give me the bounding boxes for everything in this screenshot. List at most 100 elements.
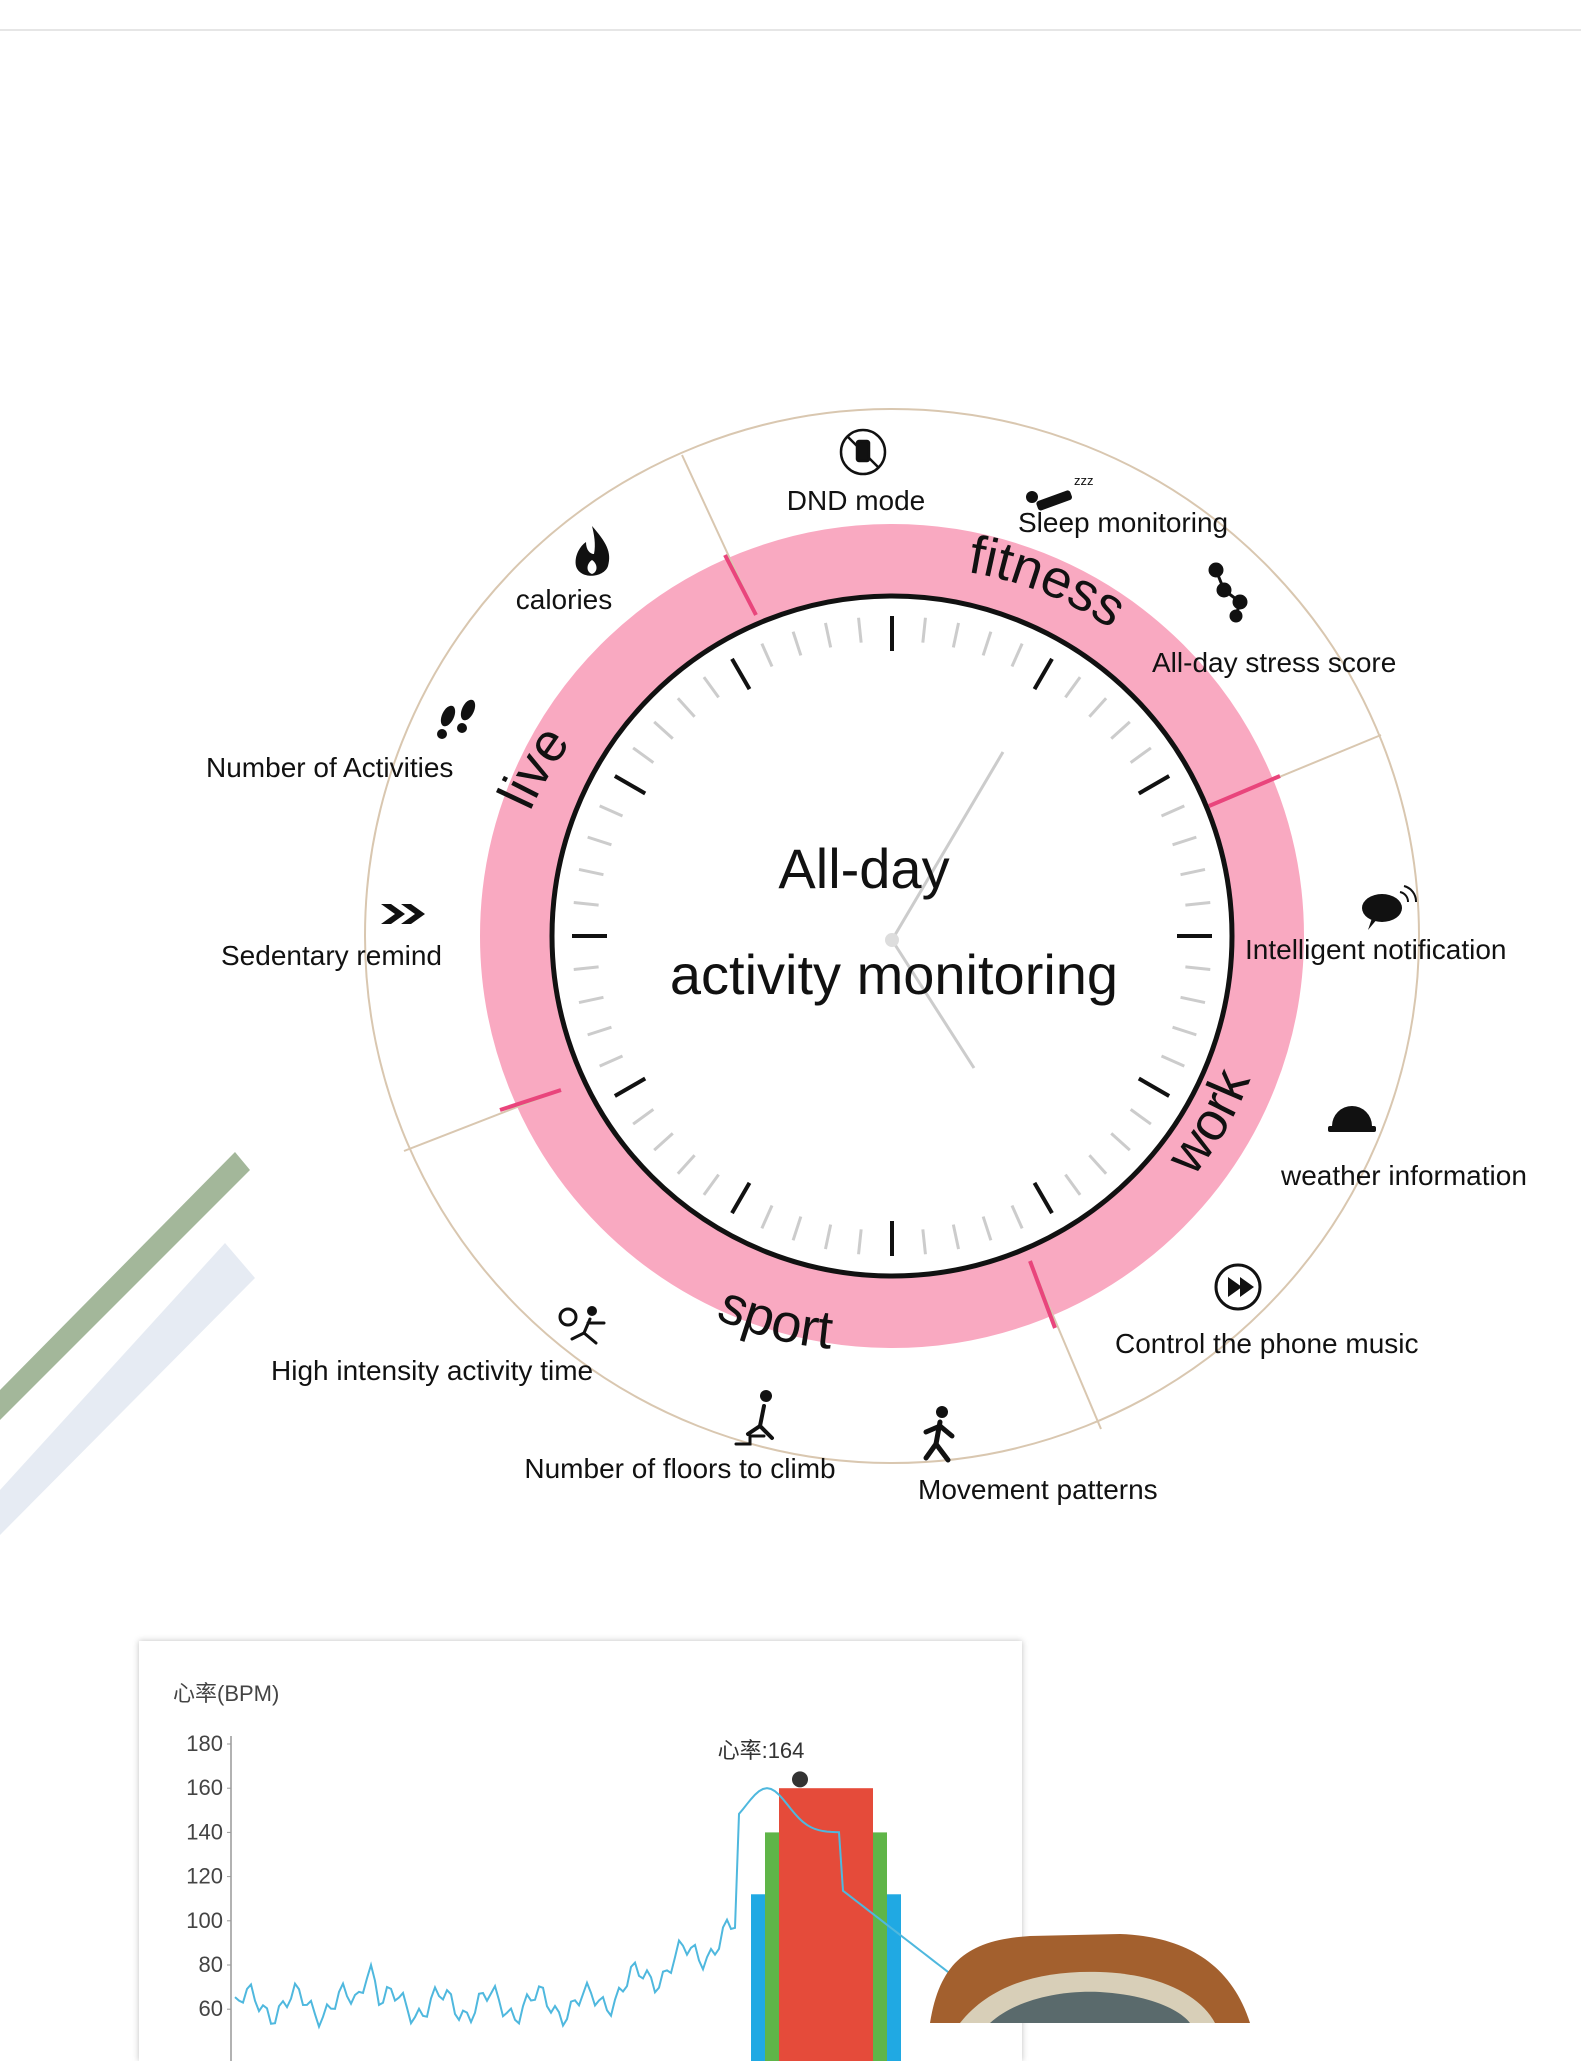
minor-tick — [921, 617, 927, 643]
minor-tick — [1110, 1132, 1131, 1152]
minor-tick — [578, 868, 604, 877]
minor-tick — [1185, 901, 1211, 907]
y-tick-label: 60 — [199, 1996, 223, 2021]
minor-tick — [702, 1173, 720, 1196]
heart-rate-trace — [234, 1787, 999, 2030]
minor-tick — [1010, 1204, 1024, 1229]
feature-label-activities: Number of Activities — [206, 752, 453, 783]
play-icon — [1214, 1263, 1262, 1311]
svg-text:zzz: zzz — [1074, 473, 1094, 488]
minor-tick — [573, 965, 599, 971]
flame-icon — [575, 526, 610, 576]
minor-tick — [1088, 1154, 1108, 1175]
minor-tick — [760, 643, 774, 668]
feature-label-music: Control the phone music — [1115, 1328, 1419, 1359]
tick-marks — [572, 616, 1212, 1256]
minor-tick — [1129, 746, 1152, 764]
peak-bars — [751, 1788, 901, 2061]
major-tick — [730, 657, 752, 691]
minor-tick — [653, 1132, 674, 1152]
major-tick — [613, 1076, 647, 1098]
minor-tick — [981, 631, 993, 656]
minor-tick — [791, 631, 803, 656]
y-tick-label: 160 — [186, 1775, 223, 1800]
major-tick — [730, 1181, 752, 1215]
stopwatch-runner-icon — [558, 1306, 606, 1345]
feature-label-floors: Number of floors to climb — [524, 1453, 835, 1484]
runner-icon — [923, 1406, 955, 1463]
feature-label-weather: weather information — [1280, 1160, 1527, 1191]
sleep-icon: zzz — [1026, 473, 1094, 511]
minor-tick — [1185, 965, 1211, 971]
peak-marker — [792, 1771, 808, 1788]
minor-tick — [653, 720, 674, 740]
feature-label-sleep: Sleep monitoring — [1018, 507, 1228, 538]
minor-tick — [824, 622, 833, 648]
minor-tick — [1160, 1054, 1185, 1068]
minor-tick — [1180, 868, 1206, 877]
minor-tick — [1180, 995, 1206, 1004]
minor-tick — [824, 1224, 833, 1250]
footprints-icon — [437, 699, 476, 739]
feature-label-stress: All-day stress score — [1152, 647, 1396, 678]
minor-tick — [702, 676, 720, 699]
stairs-climb-icon — [734, 1390, 774, 1446]
minor-tick — [599, 804, 624, 818]
minor-tick — [951, 1224, 960, 1250]
segment-dividers — [403, 454, 1382, 1430]
stress-icon — [1208, 562, 1248, 623]
minor-tick — [760, 1204, 774, 1229]
minor-tick — [1010, 643, 1024, 668]
dnd-icon — [839, 428, 887, 476]
major-tick — [1032, 657, 1054, 691]
minor-tick — [676, 697, 696, 718]
major-tick — [1137, 774, 1171, 796]
major-tick — [613, 774, 647, 796]
decor-stripe-blue — [0, 1243, 255, 1535]
minor-tick — [1160, 804, 1185, 818]
y-tick-label: 180 — [186, 1731, 223, 1756]
minor-tick — [578, 995, 604, 1004]
minor-tick — [1088, 697, 1108, 718]
minor-tick — [791, 1216, 803, 1241]
minor-tick — [632, 746, 655, 764]
hand-pivot — [885, 933, 899, 947]
double-chevron-icon — [381, 904, 425, 924]
minor-tick — [1064, 676, 1082, 699]
major-tick — [1137, 1076, 1171, 1098]
feature-label-movement: Movement patterns — [918, 1474, 1158, 1505]
minor-tick — [573, 901, 599, 907]
category-ring — [480, 524, 1304, 1348]
feature-label-notification: Intelligent notification — [1245, 934, 1507, 965]
minor-tick — [857, 1229, 863, 1255]
top-divider — [0, 0, 1581, 31]
decor-stripe-green — [0, 1152, 250, 1420]
minor-tick — [857, 617, 863, 643]
minor-tick — [1129, 1108, 1152, 1126]
feature-label-intensity: High intensity activity time — [271, 1355, 593, 1386]
chart-ylabel: 心率(BPM) — [173, 1681, 279, 1706]
feature-label-calories: calories — [516, 584, 612, 615]
minor-tick — [632, 1108, 655, 1126]
y-tick-label: 140 — [186, 1819, 223, 1844]
minor-tick — [1172, 1025, 1197, 1037]
minor-tick — [676, 1154, 696, 1175]
minor-tick — [1064, 1173, 1082, 1196]
minor-tick — [587, 835, 612, 847]
minor-tick — [587, 1025, 612, 1037]
y-tick-label: 120 — [186, 1864, 223, 1889]
feature-label-dnd: DND mode — [787, 485, 925, 516]
center-title-line2: activity monitoring — [670, 943, 1118, 1006]
minor-tick — [921, 1229, 927, 1255]
center-title-line1: All-day — [778, 837, 949, 900]
activity-dial: All-day activity monitoring fitness work… — [0, 408, 1527, 1535]
minute-hand — [890, 751, 1005, 941]
minor-tick — [981, 1216, 993, 1241]
minor-tick — [1110, 720, 1131, 740]
peak-annotation: 心率:164 — [718, 1738, 805, 1763]
hour-hand — [890, 939, 976, 1069]
minor-tick — [951, 622, 960, 648]
